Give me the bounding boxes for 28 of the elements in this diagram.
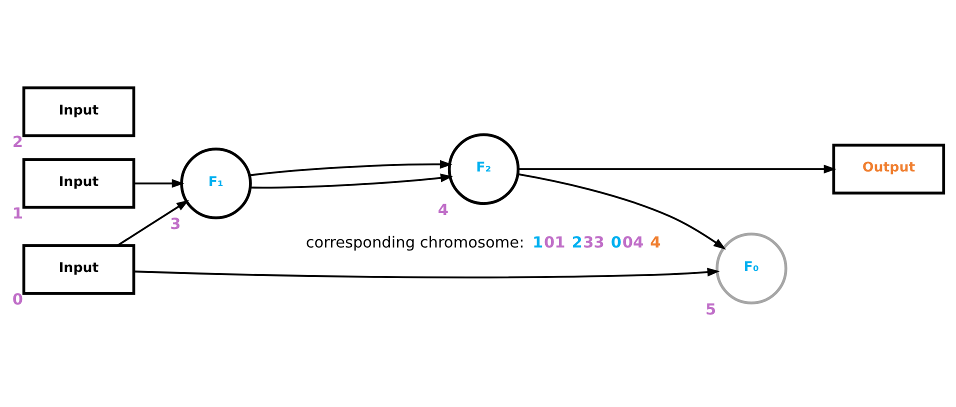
label: 2 — [572, 232, 582, 251]
label: 1 — [532, 232, 544, 251]
node-box: Output — [832, 143, 946, 194]
node-box: Input — [22, 158, 136, 208]
label: 01 — [544, 232, 566, 251]
node-label: 4 — [438, 200, 448, 218]
label: 33 — [583, 232, 604, 251]
node-circle: F₂ — [448, 132, 520, 204]
label: corresponding chromosome: — [306, 232, 524, 251]
node-label: 2 — [12, 132, 23, 150]
label: 0 — [610, 232, 622, 251]
node-label: 3 — [170, 214, 181, 233]
arrow — [134, 267, 720, 278]
node-box: Input — [22, 244, 136, 294]
arrow — [249, 159, 452, 176]
arrow — [250, 173, 454, 188]
node-label: 5 — [706, 300, 716, 318]
node-circle: F₁ — [180, 147, 252, 219]
arrow — [134, 178, 184, 188]
arrow — [518, 164, 836, 173]
node-label: 1 — [12, 204, 23, 222]
label: 04 — [622, 232, 644, 251]
node-box: Input — [22, 86, 136, 137]
node-circle: F₀ — [716, 232, 788, 304]
arrow — [116, 200, 190, 246]
arrow — [518, 172, 726, 250]
label: 4 — [650, 232, 661, 251]
node-label: 0 — [12, 290, 23, 308]
